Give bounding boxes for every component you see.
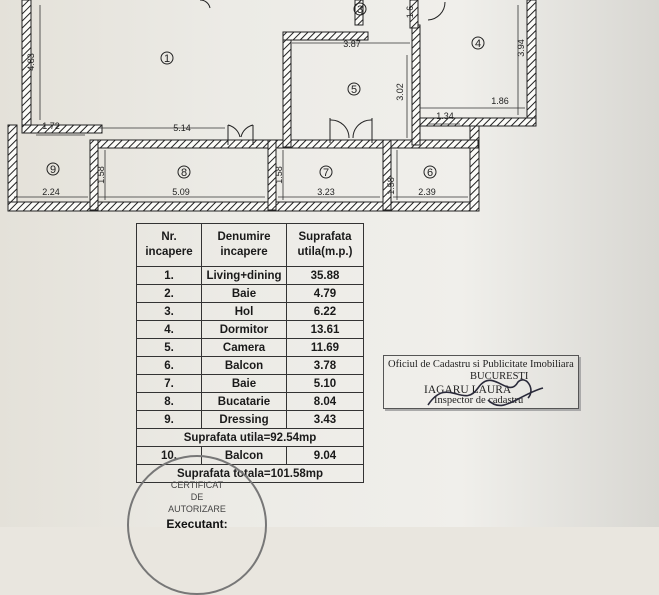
dimension-label: 5.14 — [173, 123, 191, 133]
room-numbers: 1 3 4 5 6 7 8 9 — [46, 2, 485, 179]
room-number: 4 — [475, 38, 481, 50]
dimension-label: 1.58 — [386, 177, 396, 195]
room-number: 7 — [323, 167, 329, 179]
seal-executant: Executant: — [166, 517, 228, 531]
dimension-label: 1.6 — [405, 6, 415, 19]
dimension-label: 1.72 — [42, 121, 60, 131]
stamp-role: Inspector de cadastru — [434, 395, 524, 406]
dimension-label: 2.24 — [42, 187, 60, 197]
seal-line: AUTORIZARE — [168, 504, 226, 514]
util-total-row: Suprafata utila=92.54mp — [136, 428, 364, 447]
authorization-seal: CERTIFICAT DE AUTORIZARE Executant: — [127, 455, 267, 595]
dimension-label: 1.86 — [491, 96, 509, 106]
seal-line: DE — [190, 492, 204, 502]
room-number: 6 — [427, 167, 433, 179]
floor-plan: 1 3 4 5 6 7 8 9 4.83 3.87 1.6 3.94 3.02 … — [7, 0, 537, 212]
stamp-city: BUCURESTI — [470, 371, 529, 382]
dimension-label: 4.83 — [26, 53, 36, 71]
walls — [7, 0, 537, 212]
cadastre-stamp: Oficiul de Cadastru si Publicitate Imobi… — [383, 355, 579, 409]
dimension-label: 3.94 — [516, 39, 526, 57]
doors — [199, 0, 446, 145]
dimension-label: 5.09 — [172, 187, 190, 197]
stamp-office: Oficiul de Cadastru si Publicitate Imobi… — [388, 359, 574, 370]
util-total: Suprafata utila=92.54mp — [136, 428, 364, 447]
room-number: 9 — [50, 164, 56, 176]
room-number: 1 — [164, 53, 170, 65]
dimension-label: 1.34 — [436, 111, 454, 121]
dimension-label: 3.87 — [343, 39, 361, 49]
dimension-lines — [14, 5, 525, 200]
room-number: 5 — [351, 84, 357, 96]
dimension-label: 3.23 — [317, 187, 335, 197]
dimension-label: 2.39 — [418, 187, 436, 197]
dimension-label: 1.58 — [96, 166, 106, 184]
dimension-label: 1.58 — [274, 166, 284, 184]
header-nr: Nr.incapere — [136, 223, 202, 267]
room-number: 8 — [181, 167, 187, 179]
dimension-label: 3.02 — [395, 83, 405, 101]
dimension-labels: 4.83 3.87 1.6 3.94 3.02 1.86 1.72 5.14 1… — [26, 6, 526, 197]
room-number: 3 — [357, 4, 363, 16]
seal-line: CERTIFICAT — [170, 480, 224, 490]
